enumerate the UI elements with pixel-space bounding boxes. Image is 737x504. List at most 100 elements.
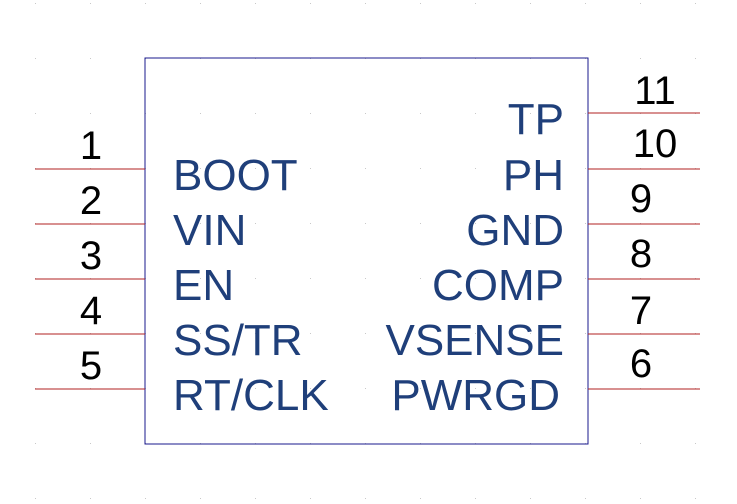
pin-number: 11 [634, 69, 676, 113]
grid-dot [365, 113, 366, 114]
grid-dot [420, 223, 421, 224]
grid-dot [310, 168, 311, 169]
grid-dot [475, 113, 476, 114]
grid-dot [310, 113, 311, 114]
grid-dot [365, 278, 366, 279]
grid-dot [530, 168, 531, 169]
grid-dot [420, 278, 421, 279]
grid-dot [530, 3, 531, 4]
left-pin-3: 3 EN [35, 234, 234, 310]
grid-dot [200, 168, 201, 169]
grid-dot [90, 113, 91, 114]
pin-label: TP [508, 95, 564, 144]
grid-dot [365, 168, 366, 169]
grid-dot [530, 278, 531, 279]
grid-dot [585, 168, 586, 169]
grid-dot [35, 443, 36, 444]
grid-dot [145, 498, 146, 499]
grid-dot [475, 3, 476, 4]
grid-dot [255, 388, 256, 389]
pin-label: EN [173, 261, 234, 310]
left-pin-5: 5 RT/CLK [35, 344, 329, 420]
grid-dot [585, 498, 586, 499]
pin-label: VIN [173, 206, 246, 255]
grid-dot [90, 498, 91, 499]
grid-dot [530, 388, 531, 389]
right-pin-6: 6 PWRGD [391, 342, 700, 420]
right-pin-10: 10 PH [503, 122, 700, 200]
grid-dot [475, 388, 476, 389]
grid-dot [255, 113, 256, 114]
grid-dot [200, 333, 201, 334]
grid-dot [145, 3, 146, 4]
grid-dot [695, 58, 696, 59]
grid-dot [310, 498, 311, 499]
pin-number: 5 [80, 344, 102, 388]
grid-dot [365, 3, 366, 4]
left-pin-4: 4 SS/TR [35, 289, 303, 365]
grid-dot [420, 498, 421, 499]
grid-dot [90, 58, 91, 59]
pin-number: 4 [80, 289, 102, 333]
grid-dot [200, 223, 201, 224]
grid-dot [530, 498, 531, 499]
grid-dot [640, 3, 641, 4]
grid-dot [255, 333, 256, 334]
pin-number: 9 [630, 177, 652, 221]
grid-dot [90, 443, 91, 444]
grid-dot [365, 498, 366, 499]
grid-dot [695, 498, 696, 499]
grid-dot [310, 278, 311, 279]
grid-dot [200, 278, 201, 279]
grid-dot [420, 113, 421, 114]
grid-dot [90, 3, 91, 4]
pin-number: 7 [630, 289, 652, 333]
grid-dot [200, 113, 201, 114]
pin-number: 6 [630, 342, 652, 386]
grid-dot [35, 3, 36, 4]
grid-dot [310, 223, 311, 224]
grid-dot [365, 388, 366, 389]
pin-number: 2 [80, 179, 102, 223]
grid-dot [585, 388, 586, 389]
grid-dot [310, 333, 311, 334]
grid-dot [530, 223, 531, 224]
grid-dot [585, 223, 586, 224]
grid-dot [585, 278, 586, 279]
grid-dot [310, 388, 311, 389]
grid-dot [365, 333, 366, 334]
grid-dot [420, 333, 421, 334]
grid-dot [200, 388, 201, 389]
pin-label: SS/TR [173, 316, 303, 365]
left-pin-2: 2 VIN [35, 179, 246, 255]
pin-number: 3 [80, 234, 102, 278]
right-pin-11: 11 TP [508, 69, 700, 144]
grid-dot [475, 223, 476, 224]
pin-label: PWRGD [391, 371, 560, 420]
right-pin-7: 7 VSENSE [385, 289, 700, 365]
right-pin-9: 9 GND [466, 177, 700, 255]
pin-label: COMP [432, 261, 564, 310]
grid-dot [200, 3, 201, 4]
pin-label: PH [503, 151, 564, 200]
grid-dot [255, 498, 256, 499]
grid-dot [255, 3, 256, 4]
grid-dot [35, 58, 36, 59]
grid-dot [695, 3, 696, 4]
pin-number: 8 [630, 232, 652, 276]
grid-dot [420, 168, 421, 169]
grid-dot [585, 113, 586, 114]
pin-label: VSENSE [385, 316, 564, 365]
left-pin-1: 1 BOOT [35, 124, 298, 200]
grid-dot [255, 223, 256, 224]
grid-dot [695, 443, 696, 444]
grid-dot [640, 443, 641, 444]
pin-number: 1 [80, 124, 102, 168]
component-body [144, 57, 589, 445]
grid-dot [475, 278, 476, 279]
grid-dot [585, 3, 586, 4]
grid-dot [365, 223, 366, 224]
grid-dot [35, 498, 36, 499]
grid-dot [475, 333, 476, 334]
